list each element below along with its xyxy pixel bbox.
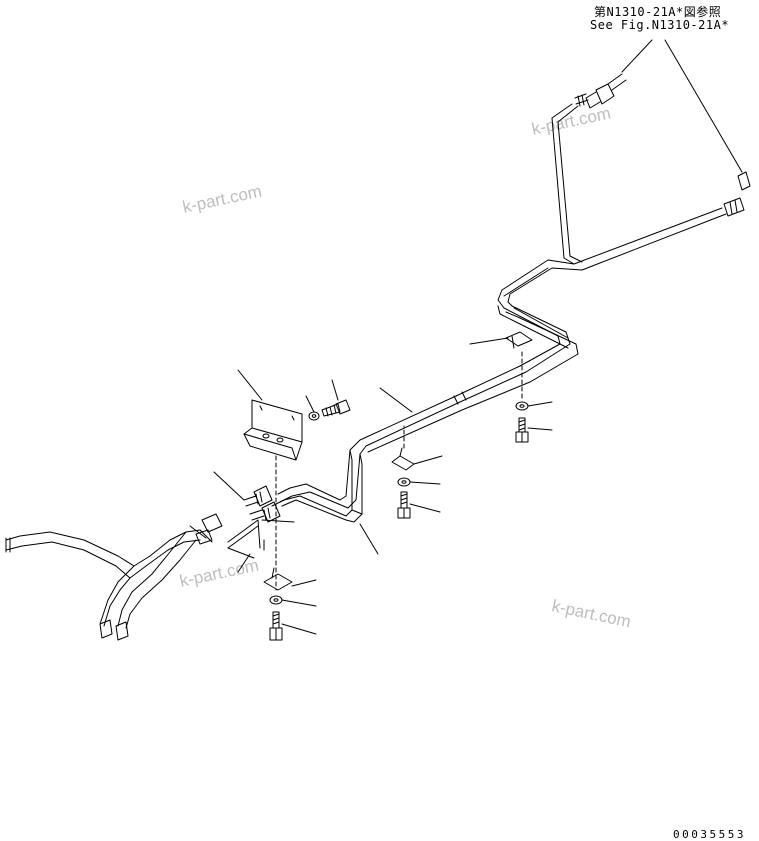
leader-line-connector xyxy=(213,471,245,501)
leader-line-tag xyxy=(227,519,261,549)
leader-line-hose xyxy=(227,525,259,549)
washer-middle xyxy=(397,477,411,487)
leader-line-tube-lower xyxy=(359,523,379,555)
leader-line-bolt-right xyxy=(527,427,553,431)
bracket xyxy=(243,399,303,461)
leader-line-clip-lower xyxy=(291,579,317,587)
tag-plate xyxy=(201,513,223,533)
clip-lower xyxy=(263,567,293,591)
leader-line-ref-1 xyxy=(621,39,653,73)
leader-line-washer-bracket xyxy=(305,395,315,413)
elbow-fitting-top xyxy=(574,73,627,109)
fitting-right xyxy=(723,171,751,217)
clip-middle xyxy=(391,447,415,471)
leader-line-hose-ends xyxy=(237,553,251,573)
hose-right xyxy=(117,525,213,629)
leader-line-bracket xyxy=(237,369,263,401)
leader-line-bolt-middle xyxy=(409,503,441,513)
hose-left xyxy=(5,529,201,627)
bolt-lower xyxy=(269,611,283,641)
leader-line-washer-right xyxy=(527,401,553,407)
washer-lower xyxy=(269,595,283,605)
leader-line-bolt-bracket xyxy=(331,379,339,401)
leader-line-tag-2 xyxy=(261,519,295,523)
reference-note-en: See Fig.N1310-21A* xyxy=(590,18,730,32)
leader-line-tag-3 xyxy=(227,539,265,559)
bolt-right xyxy=(515,417,529,443)
document-number: 00035553 xyxy=(673,828,746,841)
leader-line-clip-upper xyxy=(469,337,509,345)
leader-line-washer-middle xyxy=(409,481,441,485)
leader-line-washer-lower xyxy=(281,599,317,607)
washer-bracket xyxy=(308,411,320,421)
leader-line-bolt-lower xyxy=(281,623,317,635)
bolt-middle xyxy=(397,491,411,519)
leader-line-ref-2 xyxy=(664,39,743,173)
leader-line-tube xyxy=(379,387,413,413)
washer-right xyxy=(515,401,529,411)
connector-fittings xyxy=(243,485,281,523)
clip-upper xyxy=(505,331,533,349)
hose-end-fittings xyxy=(99,619,129,641)
bolt-bracket xyxy=(321,399,351,417)
reference-note-jp: 第N1310-21A*図参照 xyxy=(594,5,722,19)
tube-assembly xyxy=(271,103,727,523)
leader-line-clip-middle xyxy=(413,455,443,465)
